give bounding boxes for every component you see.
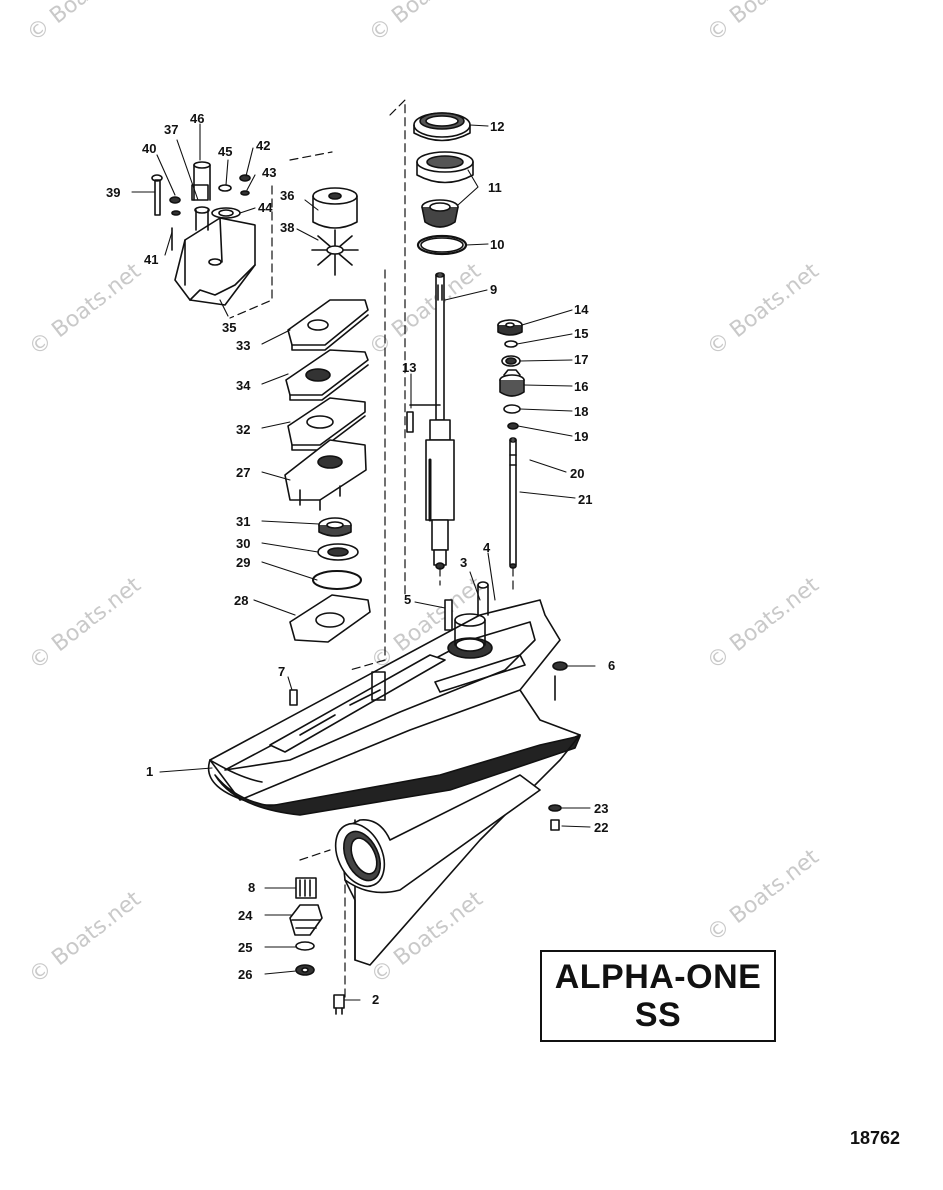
callout-36: 36 [280, 188, 294, 203]
callout-5: 5 [404, 592, 411, 607]
callout-12: 12 [490, 119, 504, 134]
callout-30: 30 [236, 536, 250, 551]
callout-15: 15 [574, 326, 588, 341]
callout-17: 17 [574, 352, 588, 367]
shift-stack [497, 319, 525, 430]
callout-11: 11 [488, 180, 502, 195]
callout-14: 14 [574, 302, 589, 317]
callout-9: 9 [490, 282, 497, 297]
callout-22: 22 [594, 820, 608, 835]
callout-39: 39 [106, 185, 120, 200]
assembly-lines [229, 99, 514, 1001]
callout-23: 23 [594, 801, 608, 816]
callout-26: 26 [238, 967, 252, 982]
shift-shaft [509, 437, 517, 569]
callout-labels: 1 2 3 4 5 6 7 8 9 10 11 12 13 14 15 17 1… [106, 111, 615, 1007]
callout-19: 19 [574, 429, 588, 444]
callout-46: 46 [190, 111, 204, 126]
callout-34: 34 [236, 378, 251, 393]
drive-shaft [425, 272, 455, 570]
model-title-box: ALPHA-ONE SS [540, 950, 776, 1042]
gear-housing [207, 581, 581, 966]
callout-24: 24 [238, 908, 253, 923]
small-parts [289, 404, 568, 1015]
callout-13: 13 [402, 360, 416, 375]
callout-45: 45 [218, 144, 232, 159]
callout-16: 16 [574, 379, 588, 394]
upper-bearing-stack [413, 112, 474, 256]
callout-1: 1 [146, 764, 153, 779]
callout-8: 8 [248, 880, 255, 895]
leader-lines [131, 123, 596, 1001]
callout-4: 4 [483, 540, 491, 555]
callout-6: 6 [608, 658, 615, 673]
callout-43: 43 [262, 165, 276, 180]
model-title-line1: ALPHA-ONE [554, 958, 762, 996]
callout-42: 42 [256, 138, 270, 153]
callout-38: 38 [280, 220, 294, 235]
callout-27: 27 [236, 465, 250, 480]
callout-44: 44 [258, 200, 273, 215]
callout-18: 18 [574, 404, 588, 419]
callout-25: 25 [238, 940, 252, 955]
callout-37: 37 [164, 122, 178, 137]
callout-33: 33 [236, 338, 250, 353]
callout-7: 7 [278, 664, 285, 679]
figure-number: 18762 [850, 1128, 901, 1148]
callout-21: 21 [578, 492, 592, 507]
callout-40: 40 [142, 141, 156, 156]
callout-2: 2 [372, 992, 379, 1007]
callout-10: 10 [490, 237, 504, 252]
callout-28: 28 [234, 593, 248, 608]
callout-3: 3 [460, 555, 467, 570]
pump-plates [284, 299, 371, 643]
callout-20: 20 [570, 466, 584, 481]
callout-29: 29 [236, 555, 250, 570]
water-pump [151, 161, 359, 306]
callout-41: 41 [144, 252, 158, 267]
callout-35: 35 [222, 320, 236, 335]
callout-32: 32 [236, 422, 250, 437]
callout-31: 31 [236, 514, 250, 529]
model-title-line2: SS [634, 996, 682, 1034]
